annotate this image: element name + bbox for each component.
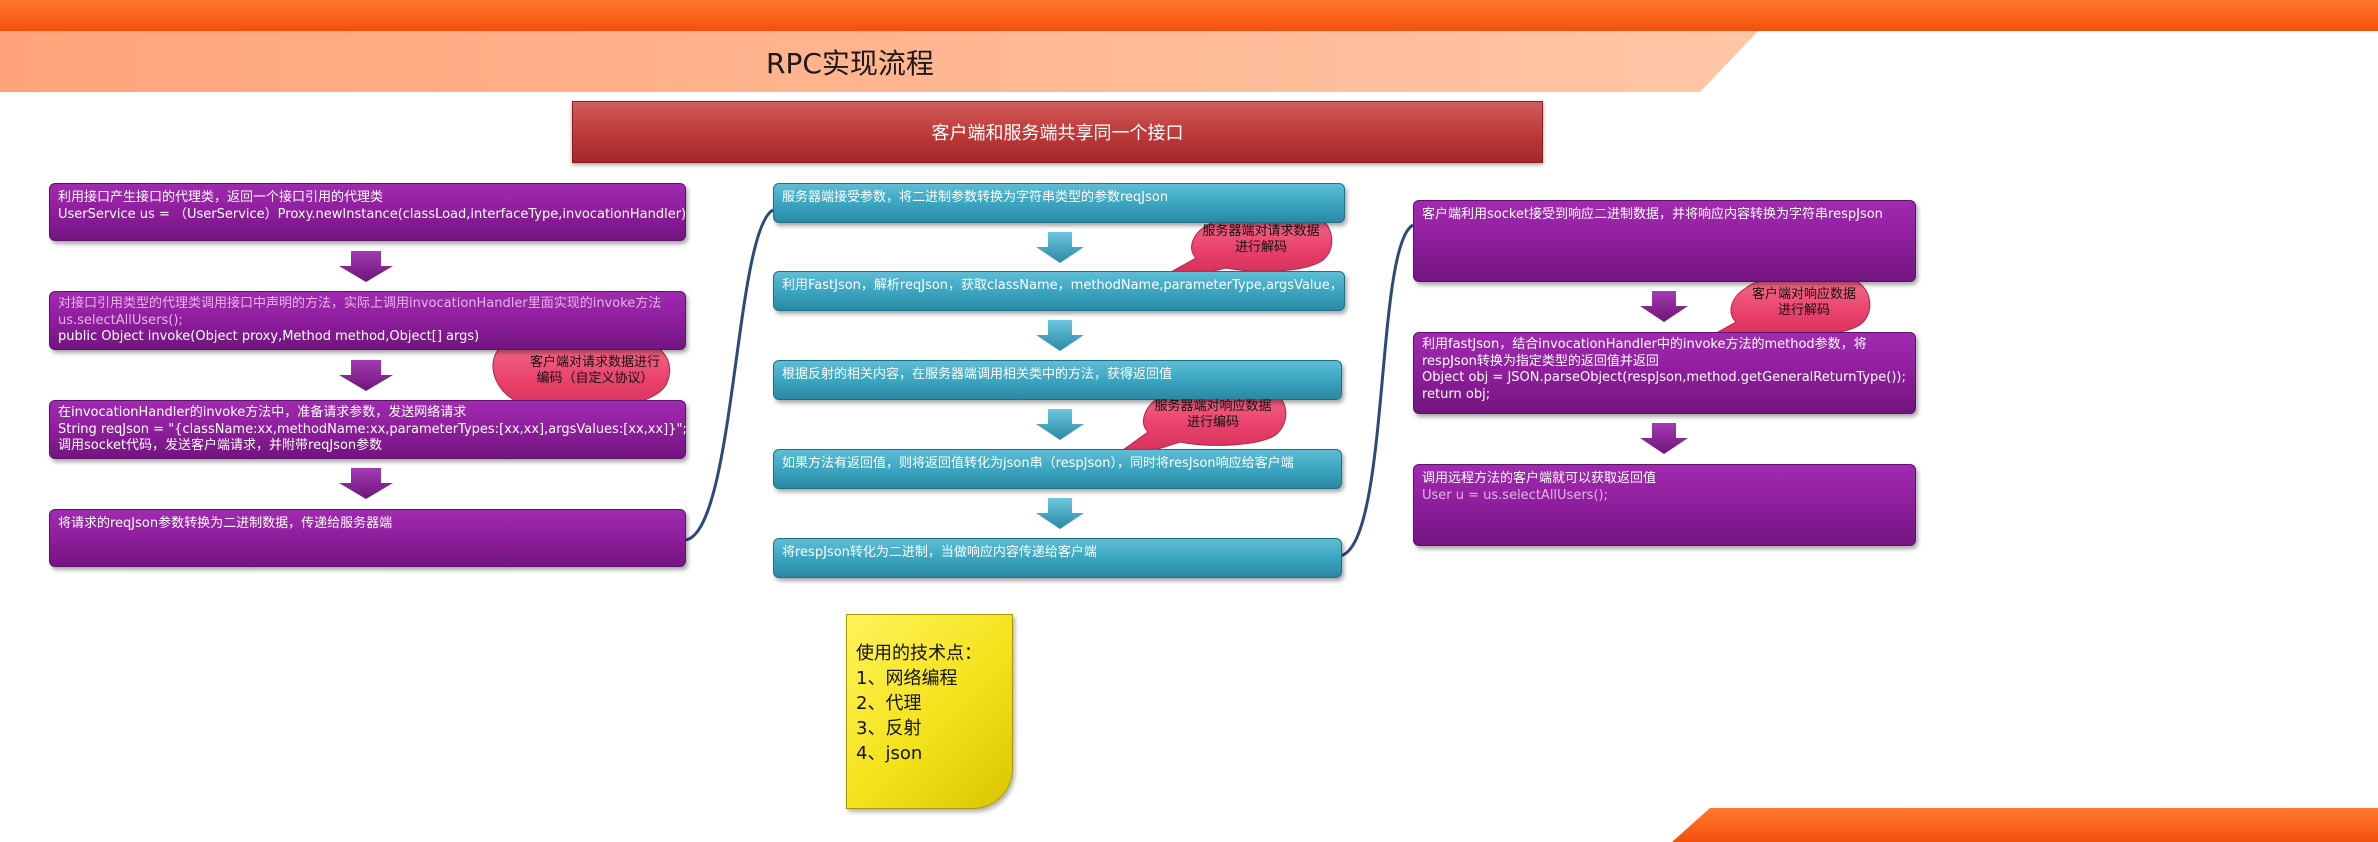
step-code: return obj; <box>1422 386 1491 402</box>
client-step-create-proxy: 利用接口产生接口的代理类，返回一个接口引用的代理类 UserService us… <box>49 183 686 241</box>
callout-server-encode: 服务器端对响应数据 进行编码 <box>1148 399 1278 431</box>
step-code: UserService us = （UserService）Proxy.newI… <box>58 206 687 222</box>
tech-note-item: 1、网络编程 <box>856 668 958 689</box>
client-step-parse-response: 利用fastJson，结合invocationHandler中的invoke方法… <box>1413 332 1916 414</box>
step-code: Object obj = JSON.parseObject(respJson,m… <box>1422 370 1906 385</box>
tech-note-item: 3、反射 <box>856 718 922 739</box>
step-text: 利用接口产生接口的代理类，返回一个接口引用的代理类 <box>58 190 384 205</box>
server-step-receive: 服务器端接受参数，将二进制参数转换为字符串类型的参数reqJson <box>773 183 1345 223</box>
down-arrow-icon <box>1036 320 1084 351</box>
server-step-respond: 如果方法有返回值，则将返回值转化为json串（respJson），同时将resJ… <box>773 449 1342 489</box>
tech-note-item: 4、json <box>856 743 923 764</box>
server-step-reflect: 根据反射的相关内容，在服务器端调用相关类中的方法，获得返回值 <box>773 360 1342 400</box>
step-text: 利用FastJson，解析reqJson，获取className，methodN… <box>782 278 1343 293</box>
down-arrow-icon <box>339 251 393 282</box>
down-arrow-icon <box>339 468 393 499</box>
callout-line: 编码（自定义协议） <box>536 371 654 386</box>
callout-line: 客户端对请求数据进行 <box>529 355 660 370</box>
tech-note-item: 2、代理 <box>856 693 922 714</box>
step-text: 根据反射的相关内容，在服务器端调用相关类中的方法，获得返回值 <box>782 367 1173 382</box>
step-text: 调用远程方法的客户端就可以获取返回值 <box>1422 471 1657 486</box>
down-arrow-icon <box>1036 232 1084 263</box>
tech-note-heading: 使用的技术点： <box>856 643 982 664</box>
step-text: 服务器端接受参数，将二进制参数转换为字符串类型的参数reqJson <box>782 190 1169 205</box>
down-arrow-icon <box>339 360 393 391</box>
callout-line: 进行编码 <box>1186 415 1239 430</box>
down-arrow-icon <box>1036 409 1084 440</box>
step-code: User u = us.selectAllUsers(); <box>1422 487 1608 503</box>
shared-interface-banner: 客户端和服务端共享同一个接口 <box>572 101 1543 163</box>
callout-line: 服务器端对请求数据 <box>1202 224 1320 239</box>
server-step-serialize-response: 将respJson转化为二进制，当做响应内容传递给客户端 <box>773 538 1342 578</box>
client-step-receive-response: 客户端利用socket接受到响应二进制数据，并将响应内容转换为字符串respJs… <box>1413 200 1916 282</box>
down-arrow-icon <box>1640 423 1688 454</box>
down-arrow-icon <box>1640 291 1688 322</box>
callout-line: 服务器端对响应数据 <box>1154 399 1272 414</box>
step-text: 如果方法有返回值，则将返回值转化为json串（respJson），同时将resJ… <box>782 456 1294 471</box>
step-text: 对接口引用类型的代理类调用接口中声明的方法，实际上调用invocationHan… <box>58 296 662 311</box>
tech-points-note: 使用的技术点： 1、网络编程 2、代理 3、反射 4、json <box>846 614 1013 809</box>
step-code: String reqJson = "{className:xx,methodNa… <box>58 421 687 437</box>
callout-line: 进行解码 <box>1777 303 1830 318</box>
client-step-get-result: 调用远程方法的客户端就可以获取返回值 User u = us.selectAll… <box>1413 464 1916 546</box>
step-text: 客户端利用socket接受到响应二进制数据，并将响应内容转换为字符串respJs… <box>1422 207 1883 222</box>
step-text: 将respJson转化为二进制，当做响应内容传递给客户端 <box>782 545 1097 560</box>
client-step-invoke-method: 对接口引用类型的代理类调用接口中声明的方法，实际上调用invocationHan… <box>49 291 686 350</box>
client-step-send-request: 在invocationHandler的invoke方法中，准备请求参数，发送网络… <box>49 400 687 459</box>
callout-line: 客户端对响应数据 <box>1751 287 1856 302</box>
client-step-serialize-request: 将请求的reqJson参数转换为二进制数据，传递给服务器端 <box>49 509 686 567</box>
callout-server-decode: 服务器端对请求数据 进行解码 <box>1196 224 1326 256</box>
connector-client-to-server <box>685 208 774 542</box>
server-step-parse: 利用FastJson，解析reqJson，获取className，methodN… <box>773 271 1345 311</box>
step-text: 在invocationHandler的invoke方法中，准备请求参数，发送网络… <box>58 405 467 420</box>
footer-band <box>1672 808 2378 842</box>
step-text: 将请求的reqJson参数转换为二进制数据，传递给服务器端 <box>58 516 393 531</box>
step-text: 调用socket代码，发送客户端请求，并附带reqJson参数 <box>58 438 383 453</box>
callout-line: 进行解码 <box>1234 240 1287 255</box>
page-title: RPC实现流程 <box>766 47 934 80</box>
step-text: 利用fastJson，结合invocationHandler中的invoke方法… <box>1422 337 1867 369</box>
connector-server-to-client <box>1339 223 1414 558</box>
step-code: us.selectAllUsers(); <box>58 312 183 328</box>
callout-client-decode: 客户端对响应数据 进行解码 <box>1742 287 1866 319</box>
step-code: public Object invoke(Object proxy,Method… <box>58 329 480 344</box>
down-arrow-icon <box>1036 498 1084 529</box>
header-band <box>0 0 2378 92</box>
callout-client-encode: 客户端对请求数据进行 编码（自定义协议） <box>520 355 670 387</box>
